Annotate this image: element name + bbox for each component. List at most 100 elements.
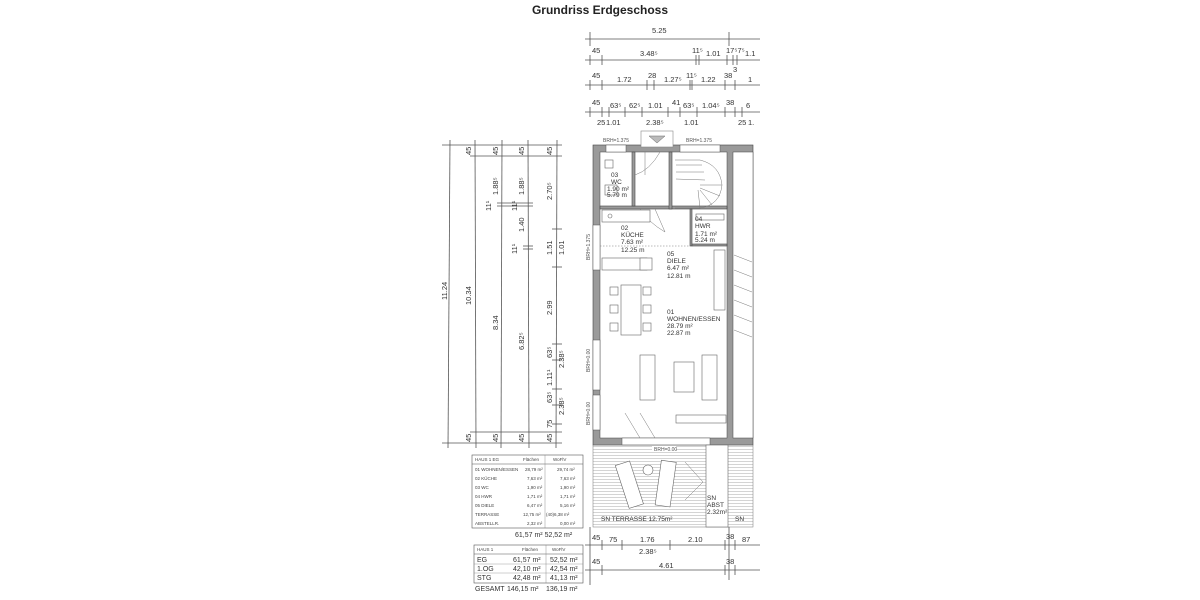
brh-label: BRH=0.00	[586, 402, 592, 425]
dim-label: 1.01	[557, 240, 566, 255]
svg-text:5,16 m²: 5,16 m²	[560, 503, 576, 508]
dim-label: 1.1	[745, 49, 755, 58]
dim-label: 45	[464, 147, 473, 155]
dim-label: 38	[726, 532, 734, 541]
dim-label: 45	[592, 533, 600, 542]
dim-label: 1.01	[706, 49, 721, 58]
dim-label: 38	[726, 98, 734, 107]
svg-text:WC: WC	[611, 179, 622, 186]
dim-label: 11¹	[510, 243, 519, 254]
svg-text:03 WC: 03 WC	[475, 485, 490, 490]
svg-text:12.81 m: 12.81 m	[667, 273, 691, 280]
svg-text:28.79 m²: 28.79 m²	[667, 323, 693, 330]
svg-text:HWR: HWR	[695, 223, 711, 230]
dim-label: 38	[724, 71, 732, 80]
neighbor-terrace-label: SN	[735, 516, 744, 523]
table-row: 03 WC 1,90 m² 1,90 m²	[475, 485, 576, 490]
svg-text:22.87 m: 22.87 m	[667, 330, 691, 337]
dim-label: 45	[592, 98, 600, 107]
svg-text:01 WOHNEN/ESSEN: 01 WOHNEN/ESSEN	[475, 467, 518, 472]
svg-text:HAUS 1 EG: HAUS 1 EG	[475, 457, 500, 462]
svg-text:Flächen: Flächen	[522, 547, 539, 552]
svg-text:04 HWR: 04 HWR	[475, 494, 493, 499]
svg-text:(40)6,38 m²: (40)6,38 m²	[546, 512, 570, 517]
dim-label: 45	[592, 71, 600, 80]
dim-label: 45	[491, 147, 500, 155]
svg-text:0,00 m²: 0,00 m²	[560, 521, 576, 526]
brh-label: BRH=0.00	[654, 447, 677, 453]
dim-label: 87	[742, 535, 750, 544]
dim-label: 28	[648, 71, 656, 80]
dim-label: 41	[672, 98, 680, 107]
svg-text:02: 02	[621, 225, 629, 232]
dim-label: 45	[592, 46, 600, 55]
svg-text:12.25 m: 12.25 m	[621, 247, 645, 254]
staircase	[675, 159, 753, 338]
svg-text:5.24 m: 5.24 m	[695, 237, 715, 244]
dim-label: 1.76	[640, 535, 655, 544]
svg-text:WOHNEN/ESSEN: WOHNEN/ESSEN	[667, 316, 721, 323]
terrace-label: SN TERRASSE 12.75m²	[601, 516, 673, 523]
dim-label: 1.	[748, 118, 754, 127]
dim-label: 1.51	[545, 240, 554, 255]
dim-label: 38	[726, 557, 734, 566]
svg-text:03: 03	[611, 172, 619, 179]
dim-label: 6	[746, 101, 750, 110]
table-row: 1.OG 42,10 m² 42,54 m²	[477, 566, 578, 573]
bottom-dimensions: 45 75 1.76 2.10 38 87 2.38⁵ 45 4.61 38	[585, 527, 760, 585]
svg-text:TERRASSE: TERRASSE	[475, 512, 499, 517]
svg-text:42,10 m²: 42,10 m²	[513, 566, 541, 573]
svg-text:1.OG: 1.OG	[477, 566, 494, 573]
dim-label: 1	[748, 75, 752, 84]
svg-text:1,90 m²: 1,90 m²	[560, 485, 576, 490]
dim-label: 6.82⁵	[517, 332, 526, 350]
dim-label: 25	[738, 118, 746, 127]
svg-text:1.90 m²: 1.90 m²	[607, 186, 630, 193]
svg-text:28,79 m²: 28,79 m²	[525, 467, 543, 472]
dim-label: 1.01	[648, 101, 663, 110]
svg-text:12,75 m²: 12,75 m²	[523, 512, 541, 517]
dim-label: 25	[597, 118, 605, 127]
area-total: 61,57 m² 52,52 m²	[515, 532, 573, 539]
grand-total-area: 146,15 m²	[507, 586, 539, 593]
svg-text:05 DIELE: 05 DIELE	[475, 503, 494, 508]
dim-label: 2.99	[545, 300, 554, 315]
dim-label: 1.40	[517, 217, 526, 232]
dim-label: 63⁵	[545, 347, 554, 358]
dim-label: 1.27⁵	[664, 75, 682, 84]
svg-text:42,54 m²: 42,54 m²	[550, 566, 578, 573]
dim-label: 45	[545, 434, 554, 442]
svg-text:42,48 m²: 42,48 m²	[513, 575, 541, 582]
svg-text:04: 04	[695, 216, 703, 223]
brh-label: BRH=1.375	[586, 234, 592, 260]
dim-label: 11¹	[510, 200, 519, 211]
grand-total-wofl: 136,19 m²	[546, 586, 578, 593]
entrance-marker-icon	[648, 135, 666, 144]
dim-label: 1.88⁵	[491, 177, 500, 195]
svg-text:KÜCHE: KÜCHE	[621, 231, 644, 239]
svg-text:1,90 m²: 1,90 m²	[527, 485, 543, 490]
storage-label: 2.32m²	[707, 509, 728, 516]
dim-label: 11⁵	[686, 71, 697, 80]
building: BRH=1.375 BRH=1.375 BRH=1.375 BRH=0.00 B…	[586, 130, 754, 446]
dim-label: 2.38⁵	[557, 350, 566, 368]
dim-label: 10.34	[464, 286, 473, 305]
svg-text:1,71 m²: 1,71 m²	[527, 494, 543, 499]
dim-label: 3.48⁵	[640, 49, 658, 58]
svg-text:1,71 m²: 1,71 m²	[560, 494, 576, 499]
dim-label: 45	[517, 434, 526, 442]
dim-label: 11.24	[440, 282, 449, 300]
svg-text:7,63 m²: 7,63 m²	[560, 476, 576, 481]
dim-label: 1.88⁵	[517, 177, 526, 195]
storage-label: ABST	[707, 502, 724, 509]
top-dimensions: 5.25 45 3.48⁵ 11⁵ 1.01 17⁵7⁵ 3 1.1 45 1.…	[585, 26, 760, 127]
dim-label: 4.61	[659, 561, 674, 570]
